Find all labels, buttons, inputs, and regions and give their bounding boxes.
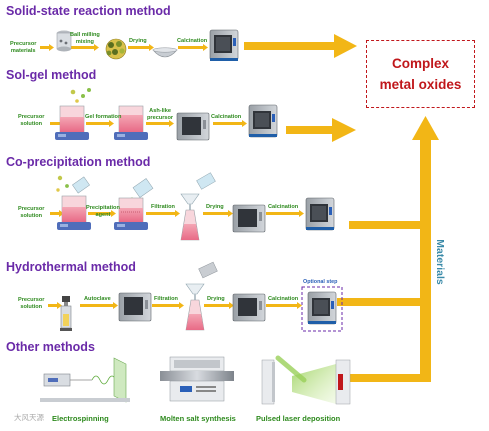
pulsed-laser-deposition-icon: [261, 355, 351, 405]
step-label: Drying: [206, 204, 224, 210]
electrospinning-label: Electrospinning: [52, 414, 109, 423]
precursor-beaker-stirrer-icon: [57, 195, 91, 230]
hydrothermal-title: Hydrothermal method: [6, 260, 136, 274]
step-label: Filtration: [154, 296, 178, 302]
solid-state-output-arrow: [244, 34, 357, 58]
precursor-beaker-stirrer-icon: [55, 105, 89, 140]
calcination-furnace-icon: [305, 197, 335, 231]
materials-label: Materials: [434, 239, 446, 285]
result-label: Complex metal oxides: [379, 56, 462, 92]
complex-metal-oxides-box: Complex metal oxides: [366, 40, 475, 108]
step-label: Precursor solution: [18, 206, 45, 219]
calcination-furnace-icon: [248, 104, 278, 138]
filtration-flask-icon: [180, 172, 216, 241]
step-label: Precursor solution: [18, 114, 45, 127]
step-label: Calcination: [268, 204, 299, 210]
electrospinning-setup-icon: [40, 357, 130, 403]
optional-step-label: Optional step: [303, 279, 338, 285]
step-label: Drying: [129, 38, 147, 44]
autoclave-icon: [60, 296, 72, 331]
step-label: Precursor solution: [18, 297, 45, 310]
materials-collector-arrow: [337, 116, 439, 382]
step-label: Calcination: [268, 296, 299, 302]
laser-deposition-label: Pulsed laser deposition: [256, 414, 341, 423]
step-label: Gel formation: [85, 114, 122, 120]
drying-oven-icon: [232, 204, 266, 233]
molten-salt-label: Molten salt synthesis: [160, 414, 236, 423]
ball-mill-jar-icon: [105, 38, 127, 60]
drying-oven-icon: [232, 293, 266, 322]
step-label: Calcination: [177, 38, 208, 44]
hydrothermal-oven-icon: [118, 292, 152, 322]
watermark-text: 大风天源: [14, 413, 44, 422]
step-label: Filtration: [151, 204, 175, 210]
pouring-beaker-icon: [72, 176, 90, 194]
filtration-flask-icon: [185, 261, 218, 331]
sol-gel-output-arrow: [286, 118, 356, 142]
step-label: Drying: [207, 296, 225, 302]
drying-crucible-icon: [152, 47, 178, 58]
step-label: Calcination: [211, 114, 242, 120]
optional-step-box: [301, 286, 343, 332]
precursor-droplets-icon: [56, 175, 69, 192]
drying-oven-icon: [176, 112, 210, 141]
step-label: Ball milling mixing: [70, 32, 100, 45]
calcination-furnace-icon: [307, 291, 337, 325]
precipitation-beaker-stirrer-icon: [114, 197, 148, 230]
precursor-jar-icon: [56, 30, 72, 52]
step-label: Ash-like precursor: [147, 108, 174, 121]
agent-pouring-beaker-icon: [130, 178, 154, 201]
sol-gel-title: Sol-gel method: [6, 68, 97, 82]
step-label: Precipitation agent: [86, 205, 120, 218]
coprecipitation-title: Co-precipitation method: [6, 155, 151, 169]
gel-beaker-stirrer-icon: [114, 105, 148, 140]
calcination-furnace-icon: [209, 29, 239, 61]
precursor-droplets-icon: [70, 88, 91, 103]
step-label: Precursor materials: [10, 41, 37, 54]
molten-salt-furnace-icon: [160, 356, 234, 402]
solid-state-title: Solid-state reaction method: [6, 4, 171, 18]
step-label: Autoclave: [84, 296, 111, 302]
other-methods-title: Other methods: [6, 340, 95, 354]
